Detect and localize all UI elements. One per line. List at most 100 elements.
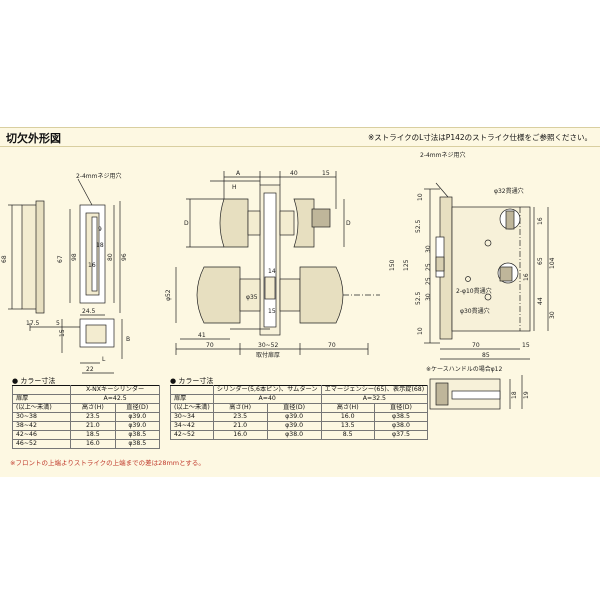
- cell: φ38.5: [114, 430, 160, 440]
- knob-dim-14: 14: [268, 268, 276, 275]
- left-table-caption: ● カラー寸法: [12, 377, 56, 385]
- strike-dim-15: 15: [59, 329, 66, 337]
- knob-dim-70-left: 70: [206, 342, 214, 349]
- table-right-head1b: エマージェンシー(65)、表示錠(68): [320, 385, 429, 395]
- case-dim-19: 19: [523, 391, 530, 399]
- cell: 18.5: [70, 430, 116, 440]
- cell: 21.0: [212, 421, 268, 431]
- knob-dim-phi35: φ35: [246, 294, 258, 301]
- case-dim-16-top: 16: [537, 217, 544, 225]
- cell: 13.5: [320, 421, 375, 431]
- col-door-thickness-label: 扉厚: [170, 394, 214, 404]
- cell: 38~42: [11, 421, 72, 431]
- cell: φ37.5: [373, 430, 429, 440]
- cell: 34~42: [170, 421, 214, 431]
- knob-dim-phi52: φ52: [165, 289, 172, 301]
- case-dim-15: 15: [522, 342, 530, 349]
- strike-dim-16: 16: [88, 262, 96, 269]
- collar-dimension-table-left: X-NXキーシリンダー 扉厚 A=42.5 (以上〜未満) 高さ(H) 直径(D…: [11, 385, 160, 449]
- knob-dim-A: A: [236, 170, 241, 177]
- case-handle-note: ※ケースハンドルの場合φ12: [426, 365, 503, 373]
- col-diameter-b: 直径(D): [373, 403, 429, 413]
- strike-dim-9: 9: [98, 226, 102, 233]
- right-table-caption: ● カラー寸法: [170, 377, 214, 385]
- col-diameter-a: 直径(D): [266, 403, 322, 413]
- col-diameter: 直径(D): [114, 403, 160, 413]
- col-door-thickness: [11, 385, 72, 395]
- header-note: ※ストライクのL寸法はP142のストライク仕様をご参照ください。: [368, 133, 592, 142]
- cell: φ38.0: [266, 430, 322, 440]
- table-right-head1a: シリンダー(5,6本ピン)、サムターン: [212, 385, 322, 395]
- cell: φ39.0: [266, 421, 322, 431]
- knob-dim-15: 15: [322, 170, 330, 177]
- col-height-b: 高さ(H): [320, 403, 375, 413]
- table-row: 42~52 16.0 φ38.0 8.5 φ37.5: [170, 430, 429, 440]
- case-dim-25-a: 25: [425, 263, 432, 271]
- knob-dim-D-right: D: [346, 220, 351, 227]
- page-title: 切欠外形図: [6, 132, 61, 145]
- case-dim-65: 65: [537, 257, 544, 265]
- cell: φ38.0: [373, 421, 429, 431]
- table-right-head2a: A=40: [212, 394, 322, 404]
- footnote: ※フロントの上端よりストライクの上端までの差は28mmとする。: [10, 459, 205, 467]
- col-door-thickness: [170, 385, 214, 395]
- cell: φ39.0: [114, 421, 160, 431]
- table-row: 38~42 21.0 φ39.0: [11, 421, 160, 431]
- case-dim-125: 125: [403, 259, 410, 271]
- case-dim-85: 85: [482, 352, 490, 359]
- strike-dim-98: 98: [71, 253, 78, 261]
- case-dim-10-top: 10: [417, 193, 424, 201]
- cell: φ39.0: [114, 412, 160, 422]
- table-left-head2: A=42.5: [70, 394, 160, 404]
- table-right-head2b: A=32.5: [320, 394, 429, 404]
- strike-dim-68: 68: [1, 255, 8, 263]
- header-bar: 切欠外形図 ※ストライクのL寸法はP142のストライク仕様をご参照ください。: [0, 127, 600, 147]
- cell: 16.0: [320, 412, 375, 422]
- case-dim-16-bottom: 16: [523, 273, 530, 281]
- cell: 42~52: [170, 430, 214, 440]
- knob-dim-H: H: [232, 184, 237, 191]
- knob-dim-D-left: D: [184, 220, 189, 227]
- drawing-sheet: 切欠外形図 ※ストライクのL寸法はP142のストライク仕様をご参照ください。: [0, 127, 600, 477]
- strike-dim-17-5: 17.5: [26, 320, 40, 327]
- case-dim-52-5-top: 52.5: [415, 219, 422, 233]
- table-row: 30~34 23.5 φ39.0 16.0 φ38.5: [170, 412, 429, 422]
- case-dim-70: 70: [472, 342, 480, 349]
- strike-screw-hole-label: 2-4mmネジ用穴: [76, 172, 122, 180]
- cell: 23.5: [212, 412, 268, 422]
- col-door-thickness-label: 扉厚: [11, 394, 72, 404]
- cell: φ39.0: [266, 412, 322, 422]
- knob-dim-15b: 15: [268, 308, 276, 315]
- case-dim-30-bottom: 30: [549, 311, 556, 319]
- cell: 30~38: [11, 412, 72, 422]
- case-dim-44: 44: [537, 297, 544, 305]
- case-handle-dim-18: 18: [511, 391, 518, 399]
- col-door-thickness-range: (以上〜未満): [170, 403, 214, 413]
- knob-dim-41: 41: [198, 332, 206, 339]
- case-dim-30-right: 30: [425, 293, 432, 301]
- table-row: 42~46 18.5 φ38.5: [11, 430, 160, 440]
- knob-dim-40: 40: [290, 170, 298, 177]
- table-left-head1: X-NXキーシリンダー: [70, 385, 160, 395]
- cell: 23.5: [70, 412, 116, 422]
- strike-dim-18: 18: [96, 242, 104, 249]
- case-dim-10-bottom: 10: [417, 327, 424, 335]
- cell: φ38.5: [114, 439, 160, 449]
- cell: 42~46: [11, 430, 72, 440]
- case-hole-phi10-label: 2-φ10貫通穴: [456, 287, 492, 295]
- strike-dim-B: B: [126, 336, 130, 343]
- table-row: 46~52 16.0 φ38.5: [11, 439, 160, 449]
- cell: 21.0: [70, 421, 116, 431]
- knob-door-thickness-label: 取付扉厚: [256, 351, 280, 359]
- case-dim-52-5-bottom: 52.5: [415, 291, 422, 305]
- col-height-a: 高さ(H): [212, 403, 268, 413]
- cell: 8.5: [320, 430, 375, 440]
- col-door-thickness-range: (以上〜未満): [11, 403, 72, 413]
- cell: 16.0: [212, 430, 268, 440]
- strike-plate: [8, 178, 123, 374]
- strike-dim-5: 5: [56, 320, 60, 327]
- strike-dim-24-5: 24.5: [82, 308, 96, 315]
- cell: 30~34: [170, 412, 214, 422]
- case-dim-104: 104: [549, 257, 556, 269]
- case-screw-hole-label: 2-4mmネジ用穴: [420, 151, 466, 159]
